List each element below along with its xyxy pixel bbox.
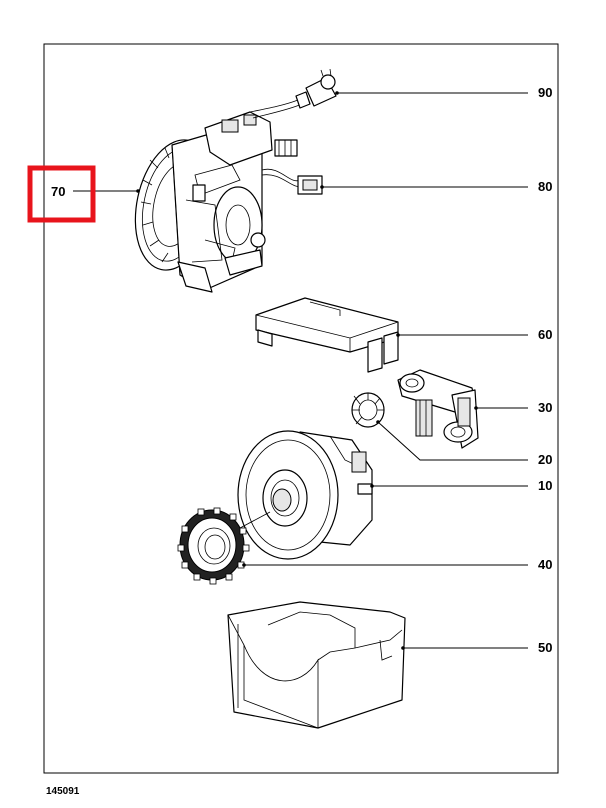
part-label-10: 10 (538, 478, 552, 493)
part-label-60: 60 (538, 327, 552, 342)
callout-60: 60 (396, 327, 552, 342)
bracket-drawing (255, 297, 399, 373)
part-label-70: 70 (51, 184, 65, 199)
diagram-frame (43, 43, 559, 774)
bearing-sleeve-drawing (351, 392, 385, 428)
callout-70: 70 (27, 165, 140, 223)
part-label-30: 30 (538, 400, 552, 415)
part-label-40: 40 (538, 557, 552, 572)
callout-10: 10 (370, 478, 552, 493)
motor-drawing (237, 430, 373, 560)
part-label-20: 20 (538, 452, 552, 467)
callout-80: 80 (320, 179, 552, 194)
part-label-50: 50 (538, 640, 552, 655)
part-label-90: 90 (538, 85, 552, 100)
part-label-80: 80 (538, 179, 552, 194)
figure-number: 145091 (46, 786, 80, 797)
callout-50: 50 (401, 640, 552, 655)
callout-30: 30 (474, 400, 552, 415)
brush-holder-drawing (397, 369, 479, 449)
cable-reel-assembly-drawing (134, 68, 337, 293)
callout-20: 20 (376, 420, 552, 467)
highlight-box-70 (27, 165, 96, 223)
damping-ring-drawing (177, 507, 271, 585)
callout-40: 40 (242, 557, 552, 572)
motor-housing-drawing (227, 601, 406, 729)
callout-90: 90 (335, 85, 552, 100)
